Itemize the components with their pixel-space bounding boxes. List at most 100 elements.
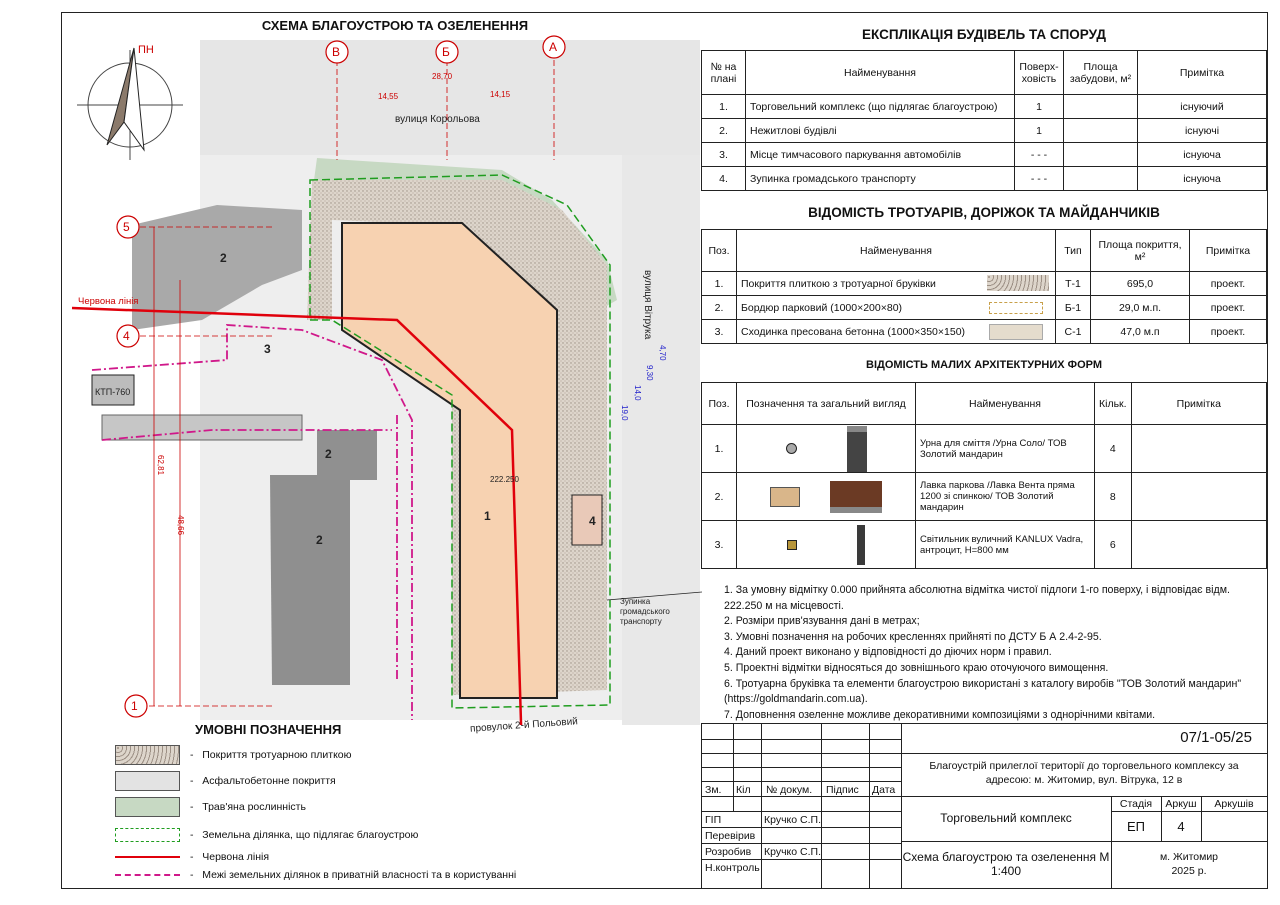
paths-header: Примітка bbox=[1189, 229, 1267, 272]
expl-table: № на плані Найменування Поверх-ховість П… bbox=[701, 50, 1267, 191]
street-top-label: вулиця Корольова bbox=[395, 114, 480, 125]
table-row: 1. Урна для сміття /Урна Соло/ ТОВ Золот… bbox=[701, 424, 1268, 473]
drawing-code: 07/1-05/25 bbox=[1180, 729, 1252, 746]
dim-9-30: 9,30 bbox=[645, 365, 654, 381]
note: 1. За умовну відмітку 0.000 прийнята абс… bbox=[724, 584, 1230, 612]
maf-table: Поз. Позначення та загальний вигляд Найм… bbox=[701, 382, 1268, 569]
role-ncontrol: Н.контроль bbox=[705, 862, 760, 874]
axis-label-5: 5 bbox=[123, 220, 130, 234]
street-right-label: вулиця Вітрука bbox=[642, 270, 653, 340]
center-elevation: 222.250 bbox=[490, 475, 519, 484]
axis-label-v: В bbox=[332, 45, 341, 59]
building-1-label: 1 bbox=[484, 509, 491, 523]
building-2a-label: 2 bbox=[220, 251, 227, 265]
bus-stop-label: Зупинка громадського транспорту bbox=[620, 597, 670, 626]
dim-28-70: 28,70 bbox=[432, 72, 453, 81]
paths-table: Поз. Найменування Тип Площа покриття, м²… bbox=[701, 229, 1267, 344]
sheets-label: Аркушів bbox=[1214, 798, 1254, 810]
sheet-name: Схема благоустрою та озеленення М 1:400 bbox=[902, 850, 1110, 878]
plan-title: СХЕМА БЛАГОУСТРОЮ ТА ОЗЕЛЕНЕННЯ bbox=[261, 18, 529, 33]
col-sign: Підпис bbox=[826, 784, 859, 796]
sheet-label: Аркуш bbox=[1165, 798, 1197, 810]
legend-label: Трав'яна рослинність bbox=[202, 801, 306, 813]
maf-title: ВІДОМІСТЬ МАЛИХ АРХІТЕКТУРНИХ ФОРМ bbox=[866, 359, 1102, 371]
role-checked: Перевірив bbox=[705, 830, 756, 842]
legend-label: Покриття тротуарною плиткою bbox=[202, 749, 352, 761]
legend-item-private-boundary: - Межі земельних ділянок в приватній вла… bbox=[115, 864, 516, 886]
note: 7. Доповнення озеленне можливе декоратив… bbox=[724, 708, 1156, 721]
site-plan bbox=[71, 35, 702, 725]
expl-header: № на плані bbox=[701, 50, 746, 95]
legend-label: Межі земельних ділянок в приватній власн… bbox=[202, 869, 517, 881]
ktp-label: КТП-760 bbox=[95, 387, 131, 397]
step-sample bbox=[989, 324, 1043, 340]
col-date: Дата bbox=[872, 784, 896, 796]
sheet-value: 4 bbox=[1177, 819, 1185, 834]
table-row: 1. Покриття плиткою з тротуарної бруківк… bbox=[701, 271, 1267, 296]
red-line-swatch bbox=[115, 856, 180, 858]
legend-label: Асфальтобетонне покриття bbox=[202, 775, 336, 787]
expl-header: Поверх-ховість bbox=[1014, 50, 1064, 95]
city: м. Житомир bbox=[1159, 851, 1219, 863]
expl-header: Найменування bbox=[745, 50, 1015, 95]
general-notes: 1. За умовну відмітку 0.000 прийнята абс… bbox=[724, 583, 1256, 723]
name-developed: Кручко С.П. bbox=[764, 846, 821, 858]
table-row: 3.Місце тимчасового паркування автомобіл… bbox=[701, 142, 1267, 167]
legend-label: Червона лінія bbox=[202, 851, 270, 863]
building-2c-label: 2 bbox=[325, 447, 332, 461]
legend-label: Земельна ділянка, що підлягає благоустро… bbox=[202, 829, 419, 841]
table-row: 1.Торговельний комплекс (що підлягає бла… bbox=[701, 94, 1267, 119]
dim-14-55: 14,55 bbox=[378, 92, 399, 101]
dim-62-81: 62,81 bbox=[156, 455, 165, 476]
expl-title: ЕКСПЛІКАЦІЯ БУДІВЕЛЬ ТА СПОРУД bbox=[862, 27, 1106, 42]
paths-title: ВІДОМІСТЬ ТРОТУАРІВ, ДОРІЖОК ТА МАЙДАНЧИ… bbox=[808, 205, 1160, 220]
axis-label-4: 4 bbox=[123, 329, 130, 343]
table-row: 2. Лавка паркова /Лавка Вента пряма 1200… bbox=[701, 472, 1268, 521]
drawing-sheet bbox=[61, 12, 1268, 889]
bus-stop-4-label: 4 bbox=[589, 514, 596, 528]
note: 3. Умовні позначення на робочих кресленн… bbox=[724, 630, 1102, 643]
expl-header: Примітка bbox=[1137, 50, 1267, 95]
maf-header: Позначення та загальний вигляд bbox=[736, 382, 916, 425]
paths-header: Поз. bbox=[701, 229, 737, 272]
red-line-label: Червона лінія bbox=[78, 296, 139, 307]
name-gip: Кручко С.П. bbox=[764, 814, 821, 826]
tile-swatch bbox=[115, 745, 180, 765]
lamp-icon bbox=[787, 539, 797, 550]
parking-3-label: 3 bbox=[264, 342, 271, 356]
table-row: 3. Світильник вуличний KANLUX Vadra, ант… bbox=[701, 520, 1268, 569]
grass-swatch bbox=[115, 797, 180, 817]
paths-header: Найменування bbox=[736, 229, 1056, 272]
paths-header: Площа покриття, м² bbox=[1090, 229, 1190, 272]
col-zm: Зм. bbox=[705, 784, 722, 796]
note: 2. Розміри прив'язування дані в метрах; bbox=[724, 615, 920, 628]
stage-value: ЕП bbox=[1126, 819, 1145, 834]
project-name: Благоустрій прилеглої території до торго… bbox=[929, 760, 1239, 786]
dim-14-0: 14,0 bbox=[633, 385, 642, 401]
maf-header: Кільк. bbox=[1094, 382, 1132, 425]
dim-4-70: 4,70 bbox=[658, 345, 667, 361]
col-kil: Кіл bbox=[736, 784, 751, 796]
dim-48-66: 48,66 bbox=[176, 515, 185, 536]
legend-item-red-line: - Червона лінія bbox=[115, 846, 269, 868]
legend-item-asphalt: - Асфальтобетонне покриття bbox=[115, 770, 336, 792]
maf-header: Найменування bbox=[915, 382, 1095, 425]
axis-label-b: Б bbox=[442, 45, 450, 59]
dim-14-15: 14,15 bbox=[490, 90, 511, 99]
trash-bin-icon bbox=[785, 443, 797, 454]
role-gip: ГІП bbox=[705, 814, 722, 826]
lamp-image bbox=[857, 524, 865, 565]
private-boundary-swatch bbox=[115, 874, 180, 876]
dim-19-0: 19,0 bbox=[620, 405, 629, 421]
bench-image bbox=[830, 480, 882, 513]
axis-label-a: А bbox=[549, 40, 558, 54]
legend-item-tile: - Покриття тротуарною плиткою bbox=[115, 744, 352, 766]
table-row: 4.Зупинка громадського транспорту- - -іс… bbox=[701, 166, 1267, 191]
bench-icon bbox=[770, 486, 800, 507]
tile-sample bbox=[987, 275, 1049, 291]
north-label: ПН bbox=[138, 44, 154, 56]
expl-header: Площа забудови, м² bbox=[1063, 50, 1138, 95]
asphalt-swatch bbox=[115, 771, 180, 791]
